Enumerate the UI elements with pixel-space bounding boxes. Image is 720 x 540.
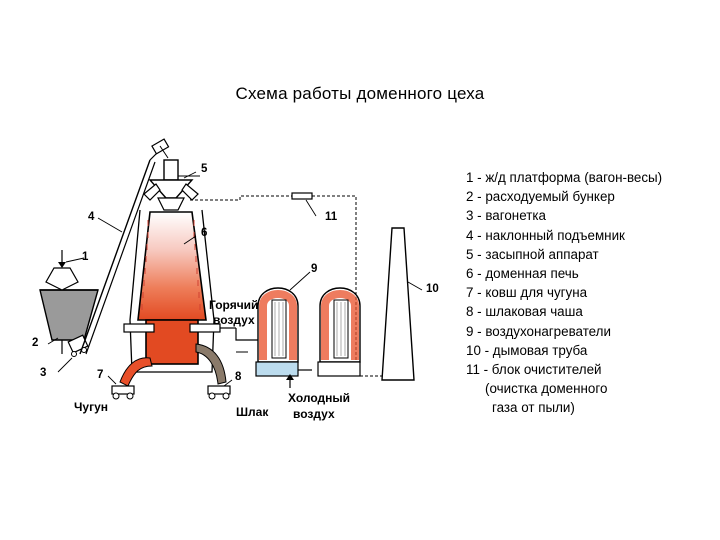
callout-7: 7 — [97, 369, 103, 381]
slag-flow — [195, 343, 231, 400]
legend-item: 10 - дымовая труба — [466, 342, 588, 358]
callout-3: 3 — [40, 367, 46, 379]
cleaner-block — [291, 192, 313, 200]
consumable-bunker — [39, 250, 99, 354]
hot-air-label-2: воздух — [213, 313, 255, 327]
hot-air-label-1: Горячий — [209, 298, 258, 312]
legend: 1 - ж/д платформа (вагон-весы) 2 - расхо… — [466, 168, 662, 418]
cold-air-label-2: воздух — [293, 407, 335, 421]
callout-10: 10 — [426, 283, 439, 295]
chimney — [360, 227, 415, 381]
blast-furnace — [123, 209, 236, 373]
air-heater-2 — [317, 287, 361, 377]
slag-label: Шлак — [236, 405, 269, 419]
legend-item-continuation: газа от пыли) — [492, 400, 575, 416]
callout-9: 9 — [311, 263, 317, 275]
legend-item: 5 - засыпной аппарат — [466, 246, 599, 262]
legend-item: 8 - шлаковая чаша — [466, 304, 583, 320]
callout-6: 6 — [201, 227, 207, 239]
diagram-title: Схема работы доменного цеха — [235, 84, 485, 103]
legend-item: 3 - вагонетка — [466, 208, 546, 224]
leader-lines — [47, 171, 423, 387]
pig-iron-label: Чугун — [74, 400, 108, 414]
callout-11: 11 — [325, 211, 338, 223]
cold-air-arrow — [286, 374, 294, 388]
legend-item: 4 - наклонный подъемник — [466, 227, 625, 243]
legend-item: 9 - воздухонагреватели — [466, 323, 611, 339]
legend-item: 1 - ж/д платформа (вагон-весы) — [466, 170, 663, 185]
hot-air-line — [235, 328, 258, 341]
legend-item: 11 - блок очистителей — [466, 362, 602, 378]
pig-iron-flow — [111, 357, 153, 400]
callout-2: 2 — [32, 337, 38, 349]
legend-item: 7 - ковш для чугуна — [466, 285, 588, 301]
legend-item: 2 - расходуемый бункер — [466, 189, 615, 205]
cold-air-label-1: Холодный — [288, 391, 350, 405]
legend-item-continuation: (очистка доменного — [485, 381, 608, 397]
callout-1: 1 — [82, 251, 89, 263]
air-heater-1 — [255, 287, 312, 377]
callout-5: 5 — [201, 163, 208, 175]
callout-4: 4 — [88, 211, 95, 223]
legend-item: 6 - доменная печь — [466, 266, 579, 282]
callout-8: 8 — [235, 371, 242, 383]
